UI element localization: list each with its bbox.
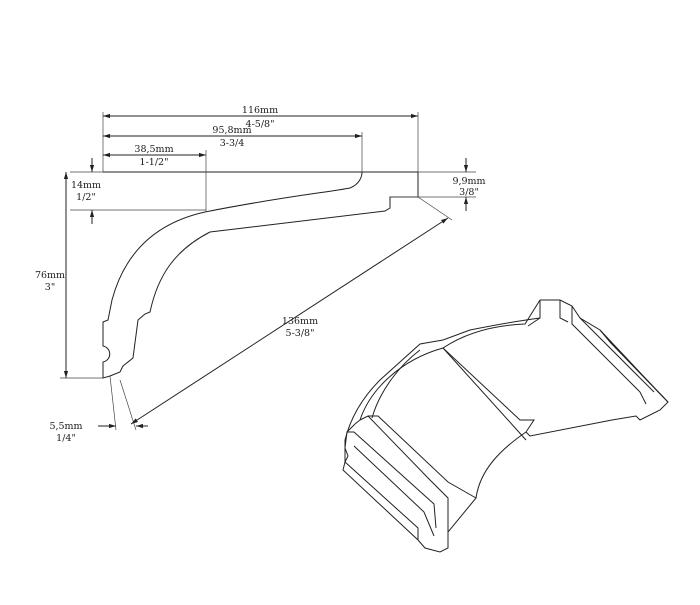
dimension-lines bbox=[63, 113, 469, 429]
dim-width-mid-mm: 95,8mm bbox=[212, 125, 251, 136]
dim-width-small-mm: 38,5mm bbox=[134, 144, 173, 155]
dim-depth-top-mm: 14mm bbox=[71, 180, 101, 191]
dim-depth-top-in: 1/2" bbox=[76, 192, 96, 203]
dim-bottom-left-mm: 5,5mm bbox=[49, 421, 82, 432]
dim-height-mm: 76mm bbox=[35, 270, 65, 281]
molding-profile bbox=[102, 171, 419, 379]
dim-width-small-in: 1-1/2" bbox=[140, 157, 169, 168]
dim-bottom-left-in: 1/4" bbox=[56, 433, 76, 444]
dim-height-in: 3" bbox=[45, 282, 55, 293]
molding-isometric-view bbox=[342, 299, 669, 553]
dim-top-right-mm: 9,9mm bbox=[452, 176, 485, 187]
dim-width-total-in: 4-5/8" bbox=[246, 119, 275, 130]
dim-diagonal-in: 5-3/8" bbox=[286, 328, 315, 339]
dim-diagonal-mm: 136mm bbox=[282, 316, 318, 327]
dim-width-mid-in: 3-3/4 bbox=[220, 138, 245, 149]
dimension-labels: 116mm 4-5/8" 95,8mm 3-3/4 38,5mm 1-1/2" … bbox=[35, 105, 486, 444]
dim-top-right-in: 3/8" bbox=[459, 187, 479, 198]
extension-lines bbox=[60, 112, 476, 431]
dim-width-total-mm: 116mm bbox=[242, 105, 278, 116]
